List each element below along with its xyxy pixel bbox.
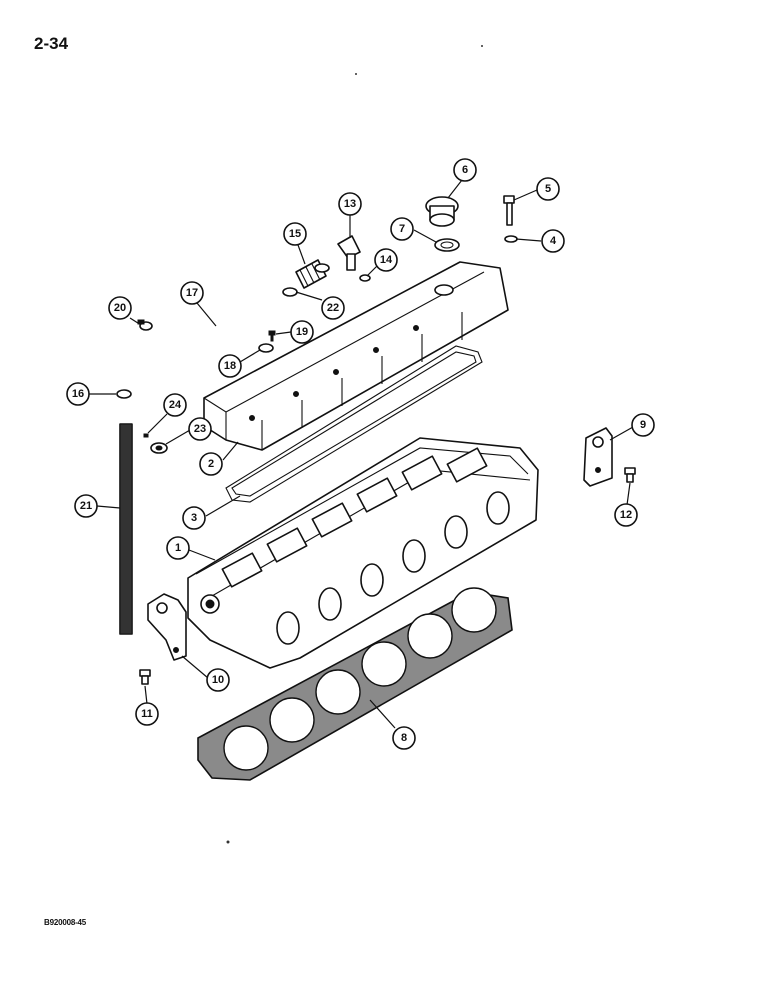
callout-3: 3 — [182, 506, 206, 530]
callout-15: 15 — [283, 222, 307, 246]
part-5-bolt — [503, 195, 515, 226]
page-number: 2-34 — [34, 34, 69, 53]
callout-8: 8 — [392, 726, 416, 750]
callout-21: 21 — [74, 494, 98, 518]
callout-22: 22 — [321, 296, 345, 320]
callout-14: 14 — [374, 248, 398, 272]
callout-4: 4 — [541, 229, 565, 253]
part-12-bolt — [624, 467, 636, 483]
part-7-seal — [434, 238, 460, 252]
part-22-clamps — [282, 263, 330, 297]
figure-code: B920008-45 — [44, 918, 87, 927]
svg-text:10: 10 — [212, 674, 224, 686]
part-8-head-gasket — [197, 587, 513, 781]
part-21-tube — [119, 423, 133, 635]
svg-text:8: 8 — [401, 732, 407, 744]
svg-text:14: 14 — [380, 254, 393, 266]
svg-text:19: 19 — [296, 326, 308, 338]
part-20-clip — [137, 319, 153, 331]
part-19-screw — [268, 330, 276, 342]
svg-text:13: 13 — [344, 198, 356, 210]
part-23-clip — [150, 442, 168, 454]
svg-text:18: 18 — [224, 360, 236, 372]
callout-11: 11 — [135, 702, 159, 726]
svg-text:5: 5 — [545, 183, 551, 195]
svg-text:15: 15 — [289, 228, 301, 240]
svg-text:1: 1 — [175, 542, 181, 554]
callout-5: 5 — [536, 177, 560, 201]
part-17-breather-hose — [121, 293, 277, 377]
part-14-o-ring — [359, 274, 371, 282]
svg-text:16: 16 — [72, 388, 84, 400]
callout-10: 10 — [206, 668, 230, 692]
part-1-cylinder-head — [187, 437, 539, 669]
svg-text:20: 20 — [114, 302, 126, 314]
callout-12: 12 — [614, 503, 638, 527]
callout-16: 16 — [66, 382, 90, 406]
part-11-bolt — [139, 669, 151, 685]
callout-13: 13 — [338, 192, 362, 216]
callout-24: 24 — [163, 393, 187, 417]
callout-18: 18 — [218, 354, 242, 378]
svg-text:11: 11 — [141, 708, 153, 720]
part-9-lifting-bracket — [583, 427, 613, 487]
callout-17: 17 — [180, 281, 204, 305]
callout-2: 2 — [199, 452, 223, 476]
svg-text:3: 3 — [191, 512, 197, 524]
svg-text:4: 4 — [550, 235, 557, 247]
leader-lines — [88, 179, 634, 729]
svg-text:2: 2 — [208, 458, 214, 470]
svg-text:9: 9 — [640, 419, 646, 431]
part-3-cover-gasket — [225, 345, 483, 503]
part-18-clip — [258, 343, 274, 353]
svg-text:6: 6 — [462, 164, 468, 176]
callout-7: 7 — [390, 217, 414, 241]
svg-text:12: 12 — [620, 509, 632, 521]
svg-text:24: 24 — [169, 399, 182, 411]
part-24-screw — [143, 433, 149, 438]
svg-text:7: 7 — [399, 223, 405, 235]
part-2-valve-cover — [203, 261, 509, 451]
svg-text:22: 22 — [327, 302, 339, 314]
part-13-breather — [337, 235, 361, 271]
callout-19: 19 — [290, 320, 314, 344]
callout-20: 20 — [108, 296, 132, 320]
svg-text:23: 23 — [194, 423, 206, 435]
part-10-lifting-bracket — [147, 593, 187, 661]
callout-9: 9 — [631, 413, 655, 437]
part-4-washer — [504, 235, 518, 243]
part-6-filler-cap — [425, 196, 459, 227]
part-16-clamp — [116, 389, 132, 399]
svg-text:17: 17 — [186, 287, 198, 299]
callout-1: 1 — [166, 536, 190, 560]
callout-6: 6 — [453, 158, 477, 182]
callout-23: 23 — [188, 417, 212, 441]
svg-text:21: 21 — [80, 500, 92, 512]
